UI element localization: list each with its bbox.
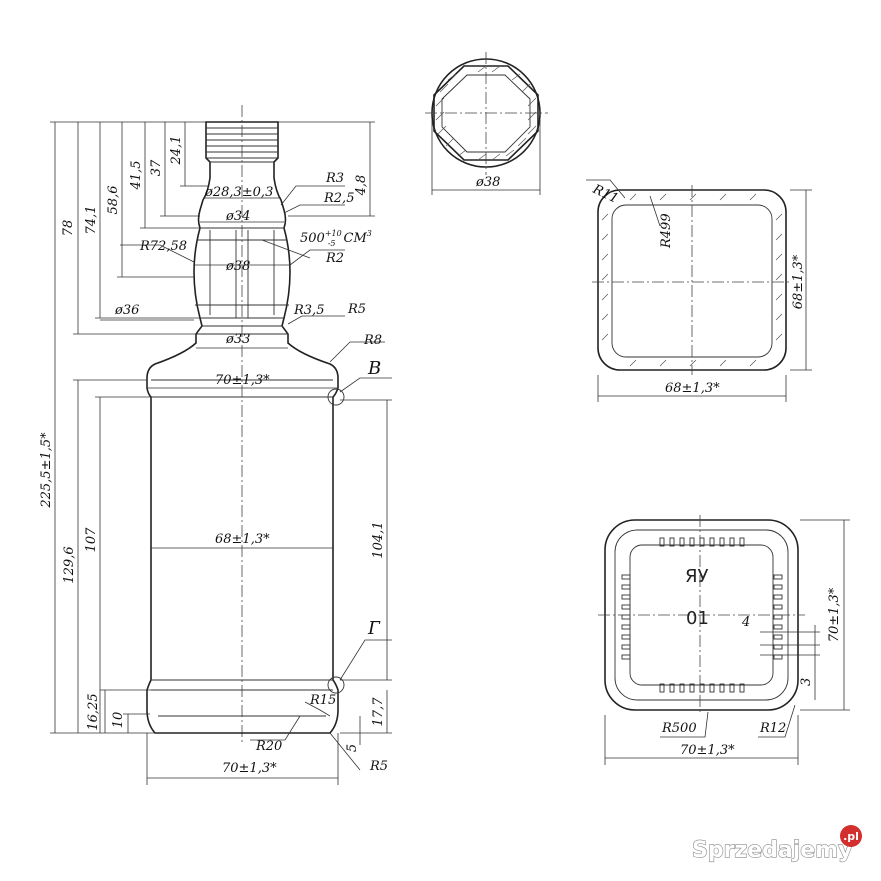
body-radius-r499-label: R499 [659, 213, 674, 249]
width-body-label: 68±1,3* [215, 532, 270, 547]
height-37-label: 37 [149, 159, 164, 176]
watermark-suffix: .pl [843, 830, 859, 843]
dia-34-label: ø34 [225, 209, 250, 224]
body-section-hatching [601, 193, 783, 367]
neck-section-view: ø38 [425, 52, 548, 195]
height-24-1-label: 24,1 [169, 136, 184, 166]
detail-g-circle [327, 676, 345, 694]
bottom-view: ЯУ 01 4 3 70±1,3* R500 R12 70±1,3* [598, 515, 850, 765]
body-radius-r11-label: R11 [589, 182, 620, 207]
bottom-dim-4-label: 4 [741, 615, 750, 630]
bottom-knurling [621, 537, 783, 693]
detail-b-circle [327, 388, 345, 406]
bottom-width-label: 70±1,3* [680, 743, 735, 758]
neck-section-hatching [435, 65, 537, 161]
height-74-1-label: 74,1 [84, 206, 99, 235]
height-41-5-label: 41,5 [129, 161, 144, 191]
body-section-view: R11 R499 68±1,3* 68±1,3* [586, 179, 812, 402]
neck-dia-label: ø38 [475, 175, 500, 190]
height-104-1-label: 104,1 [371, 521, 386, 558]
bottom-radius-r12-label: R12 [759, 721, 786, 736]
watermark-text: Sprzedajemy [692, 838, 853, 863]
radius-r8-label: R8 [363, 333, 382, 348]
leader-lines [120, 185, 392, 771]
horizontal-dimensions [100, 197, 339, 785]
dia-36-label: ø36 [114, 303, 139, 318]
bottom-height-label: 70±1,3* [827, 587, 842, 642]
body-width-label: 68±1,3* [665, 381, 720, 396]
sprzedajemy-watermark: Sprzedajemy .pl [691, 825, 862, 864]
radius-r3-5-label: R3,5 [293, 303, 324, 318]
radius-r20-label: R20 [255, 739, 282, 754]
left-vertical-dimensions [50, 121, 208, 734]
radius-r15-label: R15 [309, 693, 336, 708]
height-58-6-label: 58,6 [106, 186, 121, 215]
radius-r2-label: R2 [325, 251, 344, 266]
height-4-8-label: 4,8 [354, 175, 369, 197]
radius-r5-top-label: R5 [347, 302, 366, 317]
radius-r5-bottom-label: R5 [369, 759, 388, 774]
height-16-25-label: 16,25 [86, 693, 101, 730]
bottom-radius-r500-label: R500 [661, 721, 697, 736]
body-height-label: 68±1,3* [791, 254, 806, 309]
bottom-number-label: 01 [686, 608, 709, 629]
radius-r3-label: R3 [325, 171, 344, 186]
right-vertical-dimensions [278, 121, 392, 745]
width-bottom-label: 70±1,3* [222, 761, 277, 776]
bottom-dim-3-label: 3 [799, 678, 814, 686]
height-107-label: 107 [84, 527, 99, 553]
dia-28-3-label: ø28,3±0,3 [204, 185, 273, 200]
height-78-label: 78 [61, 220, 76, 237]
height-129-6-label: 129,6 [62, 546, 77, 583]
height-17-7-label: 17,7 [371, 697, 386, 727]
height-5-label: 5 [345, 744, 360, 752]
width-shoulder-label: 70±1,3* [215, 373, 270, 388]
height-10-label: 10 [111, 712, 126, 729]
dia-33-label: ø33 [225, 332, 250, 347]
bottom-mark-label: ЯУ [685, 566, 709, 587]
watermark-badge [840, 825, 862, 847]
height-overall-label: 225,5±1,5* [39, 432, 54, 509]
radius-r72-58-label: R72,58 [139, 239, 187, 254]
view-label-g: Г [367, 618, 381, 639]
view-label-b: В [367, 358, 381, 379]
dia-38-label: ø38 [225, 259, 250, 274]
bottle-side-view: 225,5±1,5* 78 74,1 58,6 41,5 37 24,1 4,8… [39, 105, 392, 785]
radius-r2-5-label: R2,5 [323, 191, 354, 206]
